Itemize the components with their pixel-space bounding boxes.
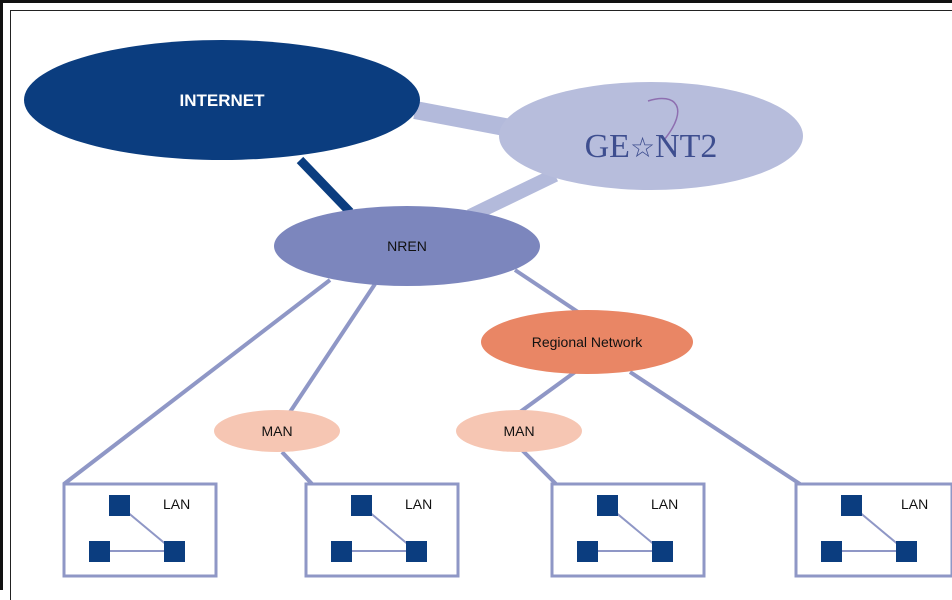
lan-node-square xyxy=(896,541,917,562)
link-geant-nren xyxy=(466,168,559,223)
nren-ellipse xyxy=(274,206,540,286)
link-regional-man2 xyxy=(518,370,577,414)
link-internet-nren xyxy=(296,156,354,216)
lan-node-square xyxy=(652,541,673,562)
geant2-swoosh xyxy=(647,97,679,141)
diagram-inner-border xyxy=(10,10,952,600)
link-man2-lan3 xyxy=(518,446,558,486)
man2-label: MAN xyxy=(503,423,534,439)
lan-node-square xyxy=(821,541,842,562)
lan-frame xyxy=(304,482,460,578)
links xyxy=(62,101,802,486)
node-regional-network: Regional Network xyxy=(481,310,693,374)
lan-node-square xyxy=(597,495,618,516)
lan-label: LAN xyxy=(163,496,190,512)
link-nren-man1 xyxy=(288,282,377,414)
man1-ellipse xyxy=(214,410,340,452)
lan-node-square xyxy=(89,541,110,562)
geant2-label-left: GE xyxy=(585,128,630,165)
lan-node-square xyxy=(841,495,862,516)
nren-label: NREN xyxy=(387,238,427,254)
geant2-label-right: NT2 xyxy=(655,128,717,165)
lan-node-square xyxy=(164,541,185,562)
geant2-star: ☆ xyxy=(630,133,655,164)
lan-node-square xyxy=(331,541,352,562)
node-internet: INTERNET xyxy=(24,40,420,160)
lan-box-1: LAN xyxy=(62,482,218,578)
geant2-ellipse xyxy=(499,82,803,190)
lan-frame xyxy=(794,482,952,578)
lan-label: LAN xyxy=(405,496,432,512)
man2-ellipse xyxy=(456,410,582,452)
lan-frame xyxy=(550,482,706,578)
link-nren-lan1 xyxy=(62,278,332,486)
geant2-logo: GE☆NT2 xyxy=(585,128,718,165)
man1-label: MAN xyxy=(261,423,292,439)
lan-label: LAN xyxy=(651,496,678,512)
internet-label: INTERNET xyxy=(180,91,266,110)
lan-box-4: LAN xyxy=(794,482,952,578)
lan-box-3: LAN xyxy=(550,482,706,578)
regional-label: Regional Network xyxy=(532,334,643,350)
link-regional-lan4 xyxy=(628,370,802,486)
lan-box-2: LAN xyxy=(304,482,460,578)
link-internet-geant xyxy=(413,101,512,137)
lan-node-square xyxy=(351,495,372,516)
node-nren: NREN xyxy=(274,206,540,286)
node-man-1: MAN xyxy=(214,410,340,452)
link-man1-lan2 xyxy=(280,450,314,486)
lan-node-square xyxy=(406,541,427,562)
lan-label: LAN xyxy=(901,496,928,512)
node-man-2: MAN xyxy=(456,410,582,452)
lan-node-square xyxy=(109,495,130,516)
internet-ellipse xyxy=(24,40,420,160)
regional-ellipse xyxy=(481,310,693,374)
lan-frame xyxy=(62,482,218,578)
node-geant2: GE☆NT2 xyxy=(499,82,803,190)
link-nren-regional xyxy=(513,268,580,314)
lan-node-square xyxy=(577,541,598,562)
